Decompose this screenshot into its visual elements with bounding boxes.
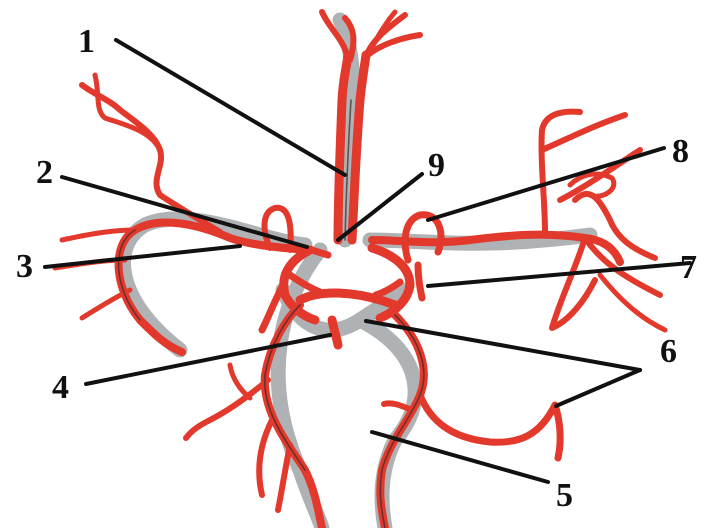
right-mca-branch-f [552, 238, 595, 328]
right-middle-cerebral-artery [372, 112, 665, 330]
leader-lines [45, 40, 690, 482]
right-mca-branch-b [542, 115, 625, 150]
left-posterior-branch-c [278, 445, 290, 510]
posterior-arteries [186, 305, 560, 528]
label-8: 8 [672, 133, 689, 170]
leader-line-6b [556, 370, 640, 406]
stub-right [418, 265, 422, 298]
leader-line-4 [86, 335, 330, 384]
left-mca-branch-a [82, 85, 220, 232]
anterior-branch-e [366, 12, 395, 58]
label-9: 9 [428, 147, 445, 184]
label-3: 3 [16, 248, 33, 285]
label-4: 4 [52, 369, 69, 406]
anterior-cerebral-arteries [322, 12, 420, 240]
label-2: 2 [36, 154, 53, 191]
circle-ring [284, 248, 410, 320]
basilar-artery [332, 320, 338, 345]
left-mca-branch-e [82, 290, 130, 318]
right-posterior-branch-a [420, 395, 560, 458]
label-7: 7 [680, 249, 697, 286]
left-posterior-branch-b [259, 420, 272, 495]
leader-line-1 [116, 40, 345, 175]
right-mca-branch-a [542, 112, 580, 232]
label-1: 1 [78, 23, 95, 60]
leader-line-7 [428, 263, 690, 286]
leader-line-3 [45, 246, 240, 267]
left-posterior-branch-d [230, 365, 250, 398]
label-6: 6 [660, 333, 677, 370]
vessel-layer [55, 12, 665, 528]
label-5: 5 [556, 477, 573, 514]
left-posterior-branch-a [186, 380, 268, 438]
